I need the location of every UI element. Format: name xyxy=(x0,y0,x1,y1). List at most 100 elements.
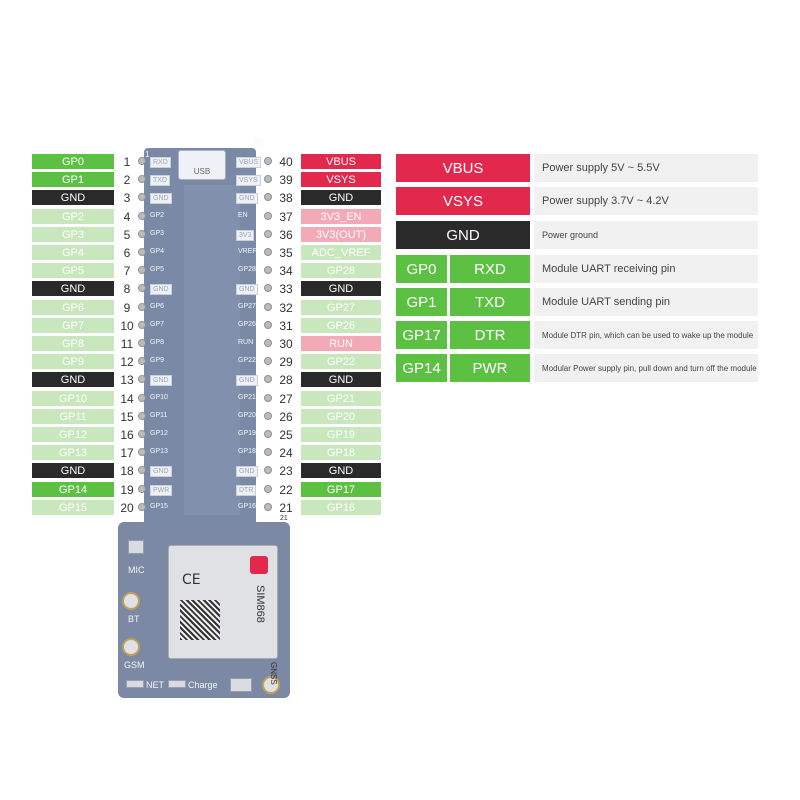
silkscreen-label: GP19 xyxy=(238,430,256,437)
pin-pad xyxy=(138,157,146,165)
gnss-label: GNSS xyxy=(269,662,278,685)
pin-pad xyxy=(264,430,272,438)
pin-pad xyxy=(138,503,146,511)
pin-label: GP18 xyxy=(301,445,381,460)
pin-label: GP27 xyxy=(301,300,381,315)
pin-number: 28 xyxy=(279,372,293,387)
pin-number: 19 xyxy=(120,482,134,497)
silkscreen-label: EN xyxy=(238,212,248,219)
pin-label: GP5 xyxy=(32,263,114,278)
pin-label: GP26 xyxy=(301,318,381,333)
simcom-logo xyxy=(250,556,268,574)
pin-label: GP17 xyxy=(301,482,381,497)
silkscreen-label: GP22 xyxy=(238,357,256,364)
pin-label: VBUS xyxy=(301,154,381,169)
silkscreen-label: GP28 xyxy=(238,266,256,273)
pin-pad xyxy=(138,375,146,383)
legend-description: Module UART sending pin xyxy=(534,288,758,316)
pin-number: 22 xyxy=(279,482,293,497)
silkscreen-label: GP21 xyxy=(238,394,256,401)
pin-label: GP9 xyxy=(32,354,114,369)
pin-pad xyxy=(138,303,146,311)
legend-function-name: PWR xyxy=(450,354,530,382)
legend-description: Module UART receiving pin xyxy=(534,255,758,283)
charge-connector xyxy=(230,678,252,692)
pin-pad xyxy=(138,175,146,183)
pin-number: 37 xyxy=(279,209,293,224)
silkscreen-label: TXD xyxy=(150,175,170,186)
pin-label: 3V3(OUT) xyxy=(301,227,381,242)
pin-label: VSYS xyxy=(301,172,381,187)
legend-gpio-name: GP14 xyxy=(396,354,447,382)
pin-number: 18 xyxy=(120,463,134,478)
silkscreen-label: GP9 xyxy=(150,357,165,364)
pin-number: 32 xyxy=(279,300,293,315)
pin-label: GP20 xyxy=(301,409,381,424)
pin-pad xyxy=(264,248,272,256)
legend-description: Power supply 3.7V ~ 4.2V xyxy=(534,187,758,215)
pin-label: GP15 xyxy=(32,500,114,515)
silkscreen-label: GP7 xyxy=(150,321,165,328)
silkscreen-label: GP20 xyxy=(238,412,256,419)
pin-pad xyxy=(264,266,272,274)
pin-number: 40 xyxy=(279,154,293,169)
silkscreen-label: GND xyxy=(150,193,172,204)
legend-description: Power supply 5V ~ 5.5V xyxy=(534,154,758,182)
pin-label: GP1 xyxy=(32,172,114,187)
pin21-marker: 21 xyxy=(280,515,288,522)
board-trace-area xyxy=(184,185,240,515)
pin-number: 26 xyxy=(279,409,293,424)
pin-label: GP6 xyxy=(32,300,114,315)
pin1-marker: 1 xyxy=(145,150,150,159)
qr-code xyxy=(180,600,220,640)
legend-power-name: GND xyxy=(396,221,530,249)
legend-description: Module DTR pin, which can be used to wak… xyxy=(534,321,758,349)
pin-label: GND xyxy=(301,190,381,205)
pin-number: 27 xyxy=(279,391,293,406)
pin-number: 36 xyxy=(279,227,293,242)
pin-pad xyxy=(264,339,272,347)
pin-pad xyxy=(138,466,146,474)
pin-label: GND xyxy=(32,372,114,387)
pin-label: GP19 xyxy=(301,427,381,442)
pin-pad xyxy=(264,503,272,511)
gsm-antenna-connector xyxy=(122,638,140,656)
pin-number: 35 xyxy=(279,245,293,260)
silkscreen-label: GP27 xyxy=(238,303,256,310)
silkscreen-label: GP5 xyxy=(150,266,165,273)
silkscreen-label: GP6 xyxy=(150,303,165,310)
pin-pad xyxy=(138,248,146,256)
charge-label: Charge xyxy=(188,680,218,690)
silkscreen-label: GP16 xyxy=(238,503,256,510)
pin-pad xyxy=(264,303,272,311)
silkscreen-label: GP8 xyxy=(150,339,165,346)
pin-pad xyxy=(138,430,146,438)
silkscreen-label: GND xyxy=(236,284,258,295)
pin-label: GP0 xyxy=(32,154,114,169)
gnss-antenna-connector xyxy=(262,676,280,694)
silkscreen-label: GP12 xyxy=(150,430,168,437)
pin-number: 23 xyxy=(279,463,293,478)
pin-pad xyxy=(138,193,146,201)
pin-number: 30 xyxy=(279,336,293,351)
silkscreen-label: GP3 xyxy=(150,230,165,237)
net-led xyxy=(126,680,144,688)
legend-function-name: TXD xyxy=(450,288,530,316)
bt-antenna-connector xyxy=(122,592,140,610)
charge-led xyxy=(168,680,186,688)
pin-number: 8 xyxy=(123,281,131,296)
legend-power-name: VSYS xyxy=(396,187,530,215)
pin-label: GP16 xyxy=(301,500,381,515)
pin-number: 11 xyxy=(120,336,134,351)
pin-number: 21 xyxy=(279,500,293,515)
silkscreen-label: VSYS xyxy=(236,175,261,186)
pin-pad xyxy=(138,339,146,347)
pin40-marker: 40 xyxy=(254,138,263,147)
silkscreen-label: RXD xyxy=(150,157,171,168)
pin-label: GP7 xyxy=(32,318,114,333)
module-name: SIM868 xyxy=(254,585,266,623)
legend-function-name: RXD xyxy=(450,255,530,283)
pin-pad xyxy=(264,466,272,474)
silkscreen-label: GP4 xyxy=(150,248,165,255)
pin-pad xyxy=(264,448,272,456)
